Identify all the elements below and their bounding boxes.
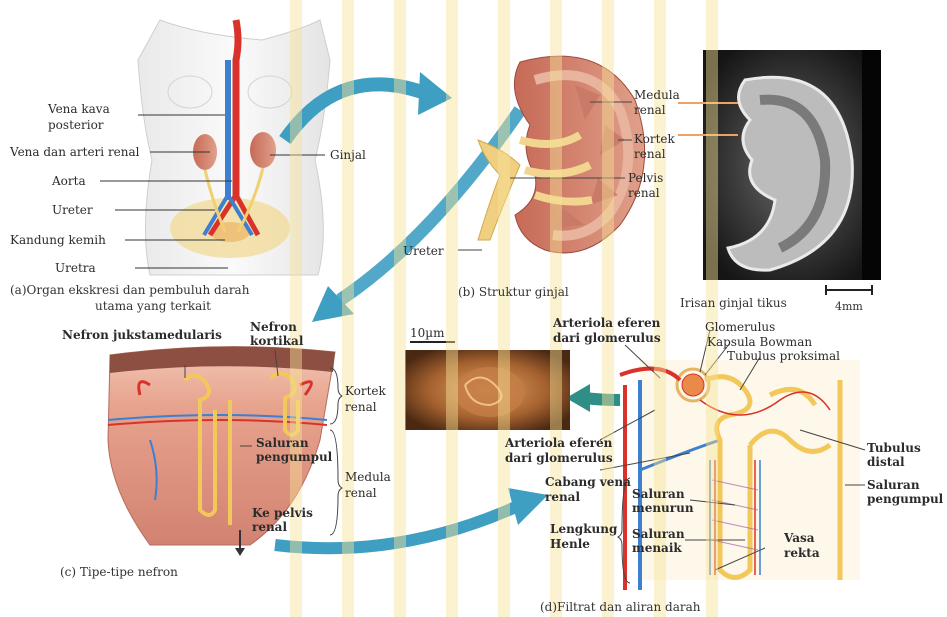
label-cabang-1: Cabang vena (545, 475, 631, 489)
label-kapsula: Kapsula Bowman (707, 335, 812, 349)
caption-d: (d)Filtrat dan aliran darah (540, 600, 701, 615)
label-arteriola-top-2: dari glomerulus (553, 331, 661, 345)
label-nefron-kortikal-1: Nefron (250, 320, 297, 334)
label-saluran-pengumpul-1: Saluran (867, 478, 920, 492)
label-medula-c-2: renal (345, 486, 377, 500)
label-medula-b-1: Medula (634, 88, 680, 102)
label-kandung-kemih: Kandung kemih (10, 233, 106, 247)
label-medula-c-1: Medula (345, 470, 391, 484)
label-vasa-1: Vasa (784, 531, 815, 545)
label-pelvis-1: Pelvis (628, 171, 663, 185)
label-arteriola-top-1: Arteriola eferen (553, 316, 660, 330)
caption-c: (c) Tipe-tipe nefron (60, 565, 178, 580)
label-tubulus-proksimal: Tubulus proksimal (727, 349, 840, 363)
label-vasa-2: rekta (784, 546, 820, 560)
label-kortek-c-2: renal (345, 400, 377, 414)
arrow-d-to-micro (585, 398, 620, 400)
caption-b: (b) Struktur ginjal (458, 285, 569, 300)
label-ke-pelvis-1: Ke pelvis (252, 506, 313, 520)
arrow-c-to-d-head (508, 488, 548, 525)
kidney-section (478, 56, 645, 253)
label-saluran-menurun-1: Saluran (632, 487, 685, 501)
label-tubulus-distal-2: distal (867, 455, 905, 469)
label-glomerulus: Glomerulus (705, 320, 775, 334)
label-medula-b-2: renal (634, 103, 666, 117)
label-ginjal: Ginjal (330, 148, 366, 162)
scale-4mm: 4mm (835, 299, 863, 314)
label-uretra: Uretra (55, 261, 96, 275)
label-vena-arteri-renal: Vena dan arteri renal (10, 145, 140, 159)
label-saluran-menurun-2: menurun (632, 501, 694, 515)
arrow-a-to-b-head (418, 72, 452, 115)
label-aorta: Aorta (52, 174, 86, 188)
label-pelvis-2: renal (628, 186, 660, 200)
label-kortek-b-1: Kortek (634, 132, 675, 146)
label-vena-kava: Vena kava (48, 102, 110, 116)
label-kortek-c-1: Kortek (345, 384, 386, 398)
label-saluran-pengumpul-2: pengumpul (867, 492, 943, 506)
caption-a-line2: utama yang terkait (95, 299, 211, 314)
label-ureter-b: Ureter (403, 244, 444, 258)
label-saluran-menaik-2: menaik (632, 541, 682, 555)
label-arteriola-mid-2: dari glomerulus (505, 451, 613, 465)
label-ke-pelvis-2: renal (252, 520, 287, 534)
torso-illustration (138, 20, 330, 275)
micro-scale: 10µm (410, 326, 444, 340)
label-kortek-b-2: renal (634, 147, 666, 161)
label-nefron-kortikal-2: kortikal (250, 334, 303, 348)
photo-caption: Irisan ginjal tikus (680, 296, 787, 311)
label-tubulus-distal-1: Tubulus (867, 441, 921, 455)
nephron-detail (620, 360, 860, 590)
label-lengkung-2: Henle (550, 537, 590, 551)
label-arteriola-mid-1: Arteriola eferen (505, 436, 612, 450)
label-saluran-c-1: Saluran (256, 436, 309, 450)
caption-a-line1: (a)Organ ekskresi dan pembuluh darah (10, 283, 249, 298)
rat-kidney-photo (678, 50, 881, 295)
label-ureter-a: Ureter (52, 203, 93, 217)
label-cabang-2: renal (545, 490, 580, 504)
label-saluran-c-2: pengumpul (256, 450, 332, 464)
glomerulus-micrograph (405, 342, 570, 430)
label-nefron-juksta: Nefron jukstamedularis (62, 328, 222, 342)
label-posterior: posterior (48, 118, 104, 132)
label-lengkung-1: Lengkung (550, 522, 617, 536)
label-saluran-menaik-1: Saluran (632, 527, 685, 541)
